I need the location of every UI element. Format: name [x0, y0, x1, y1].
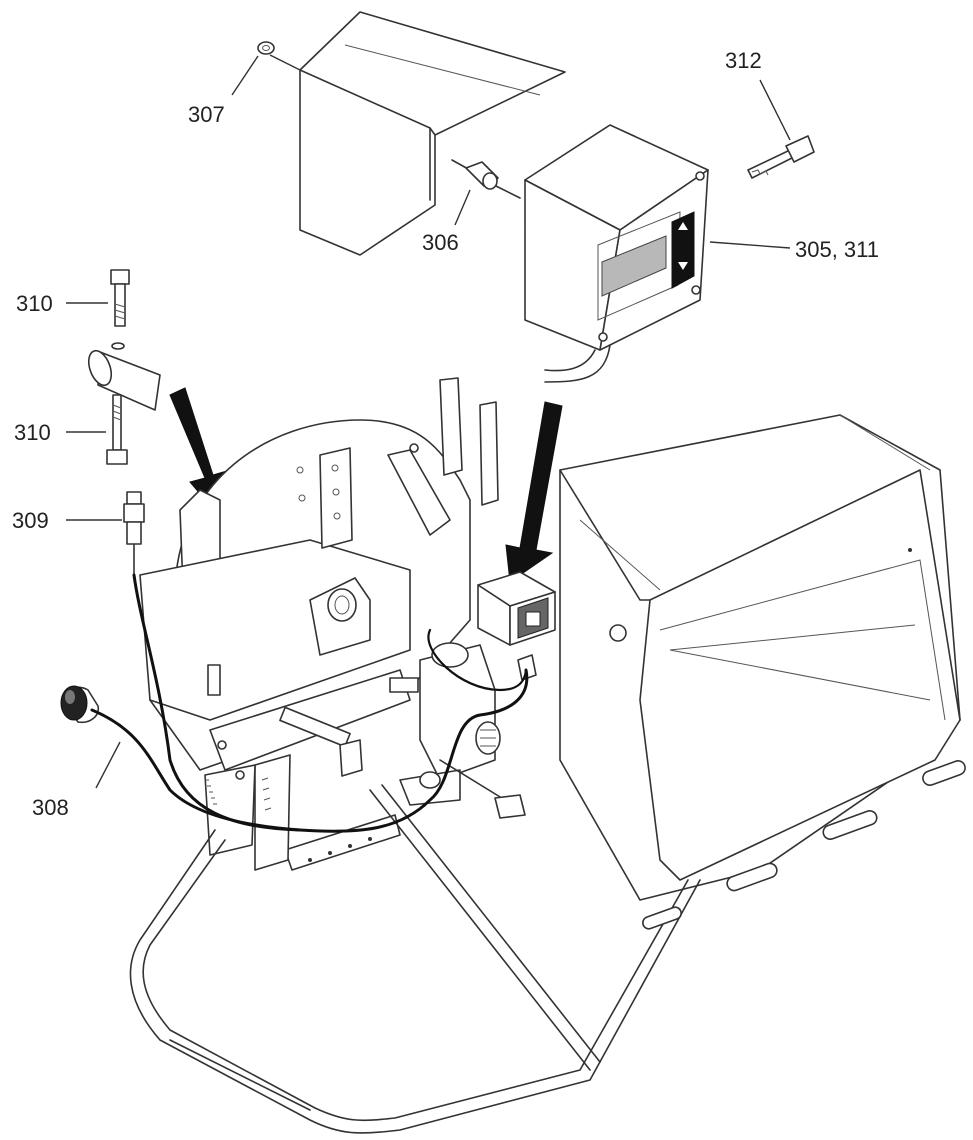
leader-lines — [66, 54, 791, 789]
bolt-lower — [106, 394, 128, 465]
support-pegs — [642, 760, 966, 930]
callout-310-upper: 310 — [16, 291, 53, 316]
key — [747, 135, 815, 179]
push-button-sensor — [123, 491, 145, 576]
washer-307 — [257, 41, 275, 55]
burner-housing — [559, 414, 961, 901]
cover-plate — [299, 11, 566, 256]
gas-valve — [389, 571, 556, 819]
callout-312: 312 — [725, 48, 762, 73]
sleeve — [87, 342, 161, 411]
sensor-probe — [60, 685, 100, 724]
callout-307: 307 — [188, 102, 225, 127]
sensor-wire — [90, 573, 529, 833]
callout-305-311: 305, 311 — [795, 237, 879, 262]
insert-arrow-right — [505, 401, 563, 583]
callout-310-lower: 310 — [14, 420, 51, 445]
cable-gland — [451, 159, 521, 199]
bolt-upper — [110, 269, 130, 327]
callout-306: 306 — [422, 230, 459, 255]
callout-308: 308 — [32, 795, 69, 820]
tube-frame — [129, 760, 966, 1134]
callout-309: 309 — [12, 508, 49, 533]
control-box — [524, 124, 709, 383]
